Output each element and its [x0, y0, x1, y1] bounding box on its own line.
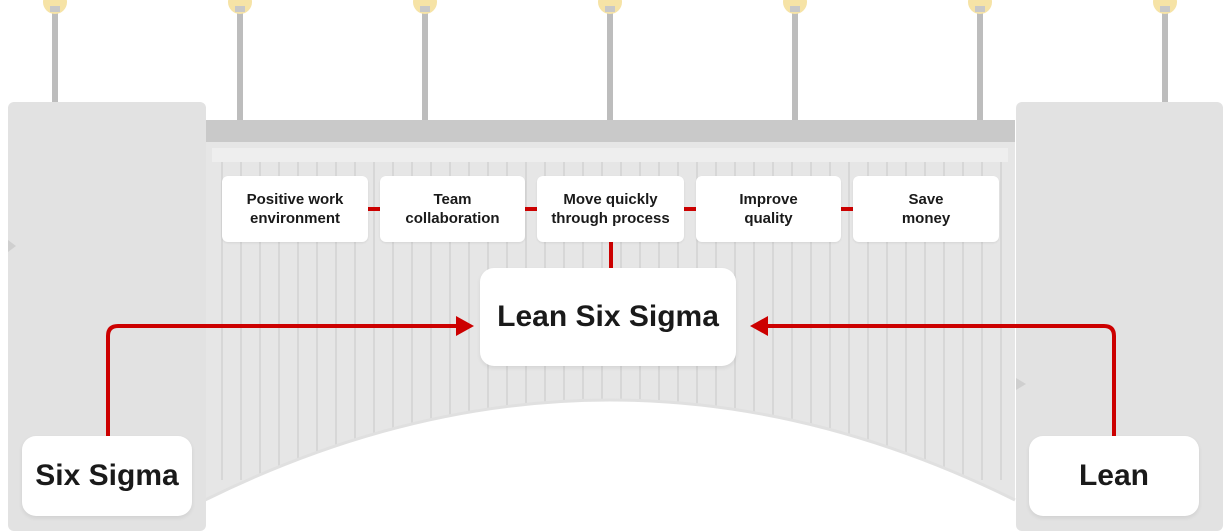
- benefit-label: Positive work environment: [246, 191, 344, 227]
- arrow-lean-to-lss: [762, 324, 1116, 436]
- lamp-post: [598, 0, 622, 120]
- right-label: Lean: [1078, 459, 1150, 492]
- lamp-post: [413, 0, 437, 120]
- benefit-label: Move quickly through process: [551, 191, 670, 227]
- benefit-label: Improve quality: [739, 191, 798, 227]
- right-pillar: [1016, 102, 1223, 531]
- lamp-post: [968, 0, 992, 120]
- lamp-post: [1153, 0, 1177, 102]
- left-label: Six Sigma: [35, 459, 179, 492]
- benefit-label: Team collaboration: [405, 191, 500, 227]
- lean-six-sigma-box: Lean Six Sigma: [480, 268, 736, 366]
- lamp-posts: [43, 0, 1177, 120]
- benefit-team-collaboration: Team collaboration: [380, 176, 525, 242]
- left-pillar: [8, 102, 206, 531]
- benefit-positive-work-environment: Positive work environment: [222, 176, 368, 242]
- center-label: Lean Six Sigma: [497, 300, 719, 333]
- arrow-head-right: [750, 316, 768, 336]
- arrow-six-sigma-to-lss: [106, 324, 462, 436]
- six-sigma-box: Six Sigma: [22, 436, 192, 516]
- arrow-head-left: [456, 316, 474, 336]
- benefit-improve-quality: Improve quality: [696, 176, 841, 242]
- benefit-connectors: [368, 207, 853, 268]
- lean-box: Lean: [1029, 436, 1199, 516]
- lamp-post: [43, 0, 67, 102]
- bridge-railing: [205, 120, 1015, 142]
- lamp-post: [228, 0, 252, 120]
- benefit-label: Save money: [901, 191, 951, 227]
- lamp-post: [783, 0, 807, 120]
- benefit-save-money: Save money: [853, 176, 999, 242]
- benefit-move-quickly: Move quickly through process: [537, 176, 684, 242]
